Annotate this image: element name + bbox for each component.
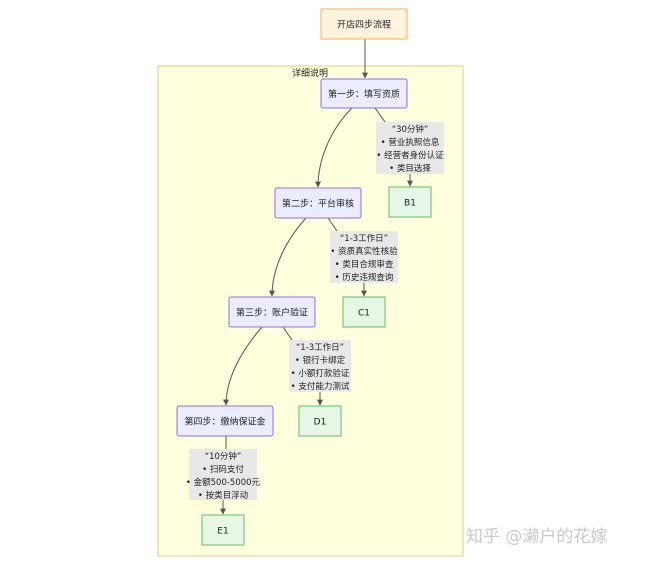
note-box-1: “30分钟” • 营业执照信息 • 经营者身份认证 • 类目选择 xyxy=(376,122,444,174)
step-node-2[interactable]: 第二步：平台审核 xyxy=(274,187,362,219)
note-3-line-2: • 银行卡绑定 xyxy=(295,355,346,366)
edge-step2-to-note2 xyxy=(327,217,338,232)
edge-step1-to-note1 xyxy=(374,107,386,123)
edge-step2-to-step3 xyxy=(269,217,307,297)
note-4-line-1: “10分钟” xyxy=(205,451,242,462)
watermark: 知乎 @濑户的花嫁 xyxy=(466,527,608,547)
end-node-c1[interactable]: C1 xyxy=(342,296,386,328)
note-3-line-4: • 支付能力测试 xyxy=(291,381,350,392)
edges xyxy=(220,39,413,515)
step-label-2: 第二步：平台审核 xyxy=(282,198,354,210)
step-node-4[interactable]: 第四步：缴纳保证金 xyxy=(176,405,274,437)
edge-step3-to-step4 xyxy=(223,326,263,406)
end-node-b1-label: B1 xyxy=(404,199,416,209)
step-node-1[interactable]: 第一步：填写资质 xyxy=(320,78,408,109)
note-box-3: “1-3工作日” • 银行卡绑定 • 小额打款验证 • 支付能力测试 xyxy=(289,340,351,392)
cluster-label: 详细说明 xyxy=(292,67,328,79)
note-box-2: “1-3工作日” • 资质真实性核验 • 类目合规审查 • 历史违规查询 xyxy=(330,231,398,283)
start-node-label: 开店四步流程 xyxy=(337,19,391,31)
note-1-line-1: “30分钟” xyxy=(392,124,429,135)
end-node-b1[interactable]: B1 xyxy=(388,186,432,218)
step-label-1: 第一步：填写资质 xyxy=(328,88,400,100)
end-node-d1-label: D1 xyxy=(314,418,327,428)
note-2-line-4: • 历史违规查询 xyxy=(335,272,394,283)
note-3-line-3: • 小额打款验证 xyxy=(291,368,350,379)
note-box-4: “10分钟” • 扫码支付 • 金额500-5000元 • 按类目浮动 xyxy=(186,449,261,501)
start-node[interactable]: 开店四步流程 xyxy=(320,8,408,40)
note-4-line-3: • 金额500-5000元 xyxy=(186,477,261,488)
note-2-line-1: “1-3工作日” xyxy=(340,233,388,244)
step-label-4: 第四步：缴纳保证金 xyxy=(184,416,265,428)
edge-step1-to-step2 xyxy=(315,107,353,188)
step-node-3[interactable]: 第三步：账户验证 xyxy=(228,296,316,328)
note-2-line-2: • 资质真实性核验 xyxy=(330,246,398,257)
note-1-line-2: • 营业执照信息 xyxy=(381,137,440,148)
note-3-line-1: “1-3工作日” xyxy=(296,342,344,353)
end-node-e1-label: E1 xyxy=(217,527,228,537)
note-4-line-2: • 扫码支付 xyxy=(202,464,244,475)
end-node-e1[interactable]: E1 xyxy=(201,514,245,546)
note-4-line-4: • 按类目浮动 xyxy=(198,490,249,501)
step-label-3: 第三步：账户验证 xyxy=(236,307,308,319)
end-node-c1-label: C1 xyxy=(358,309,370,319)
note-1-line-4: • 类目选择 xyxy=(389,163,431,174)
note-2-line-3: • 类目合规审查 xyxy=(335,259,394,270)
end-node-d1[interactable]: D1 xyxy=(298,405,342,437)
note-1-line-3: • 经营者身份认证 xyxy=(376,150,444,161)
edge-step3-to-note3 xyxy=(282,326,293,341)
